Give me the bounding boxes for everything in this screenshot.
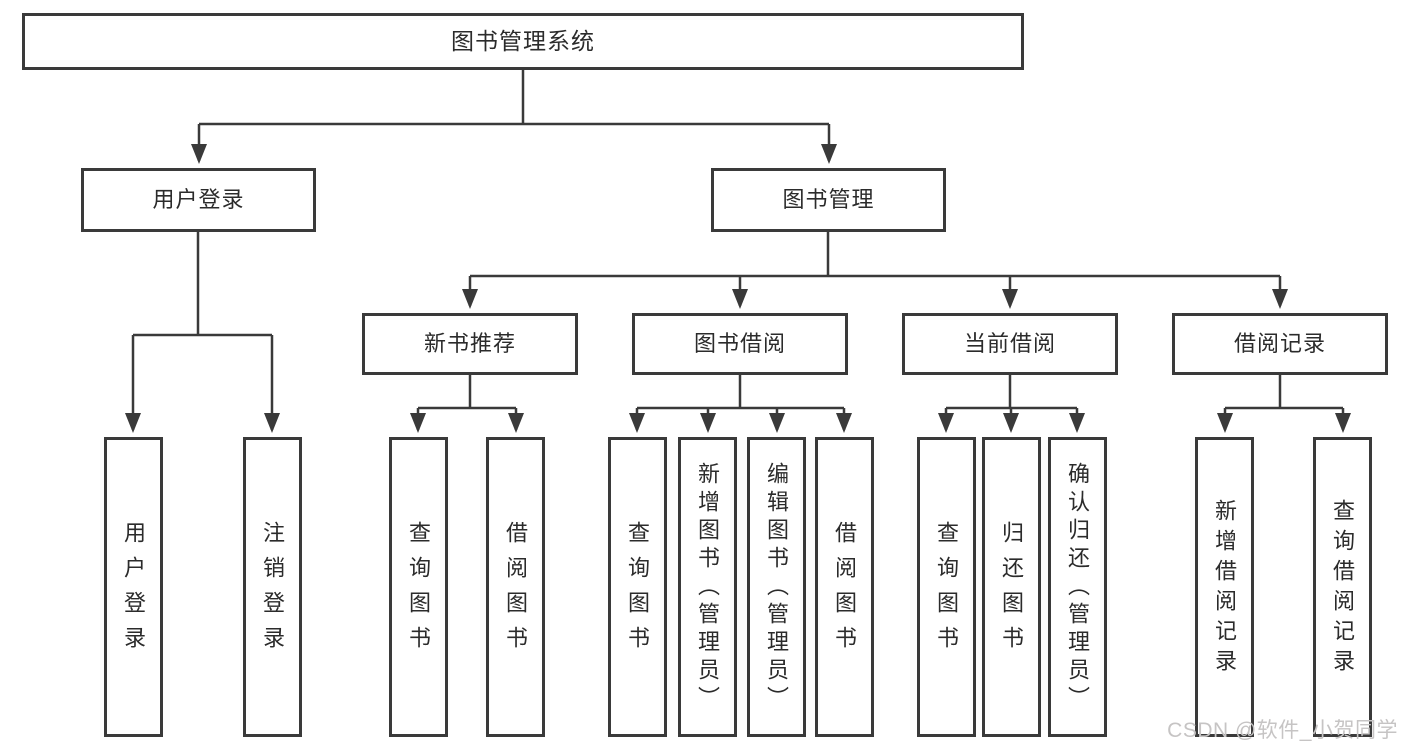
leaf-add-borrow-record: 新增借阅记录 xyxy=(1195,437,1254,737)
leaf-query-books-current: 查询图书 xyxy=(917,437,976,737)
leaf-query-borrow-record: 查询借阅记录 xyxy=(1313,437,1372,737)
leaf-borrow-books: 借阅图书 xyxy=(815,437,874,737)
watermark: CSDN @软件_小贺同学 xyxy=(1167,719,1398,742)
node-user-login: 用户登录 xyxy=(81,168,316,232)
leaf-query-books-recommend: 查询图书 xyxy=(389,437,448,737)
leaf-logout-login: 注销登录 xyxy=(243,437,302,737)
leaf-return-books: 归还图书 xyxy=(982,437,1041,737)
leaf-add-books-admin: 新增图书（管理员） xyxy=(678,437,737,737)
node-book-management: 图书管理 xyxy=(711,168,946,232)
leaf-borrow-books-recommend: 借阅图书 xyxy=(486,437,545,737)
leaf-edit-books-admin: 编辑图书（管理员） xyxy=(747,437,806,737)
node-current-borrowing: 当前借阅 xyxy=(902,313,1118,375)
leaf-user-login: 用户登录 xyxy=(104,437,163,737)
leaf-query-books-borrow: 查询图书 xyxy=(608,437,667,737)
node-book-borrowing: 图书借阅 xyxy=(632,313,848,375)
leaf-confirm-return-admin: 确认归还（管理员） xyxy=(1048,437,1107,737)
node-borrowing-records: 借阅记录 xyxy=(1172,313,1388,375)
node-new-book-recommendation: 新书推荐 xyxy=(362,313,578,375)
node-root: 图书管理系统 xyxy=(22,13,1024,70)
